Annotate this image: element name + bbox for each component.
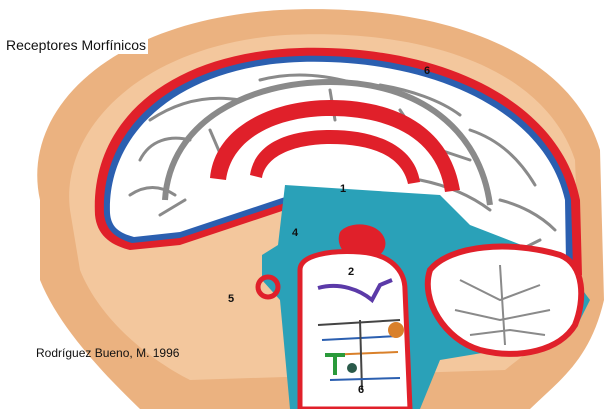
- region-number-5: 5: [228, 293, 234, 305]
- region-number-6-bottom: 6: [358, 384, 364, 396]
- region-number-6-top: 6: [424, 65, 430, 77]
- diagram-credit: Rodríguez Bueno, M. 1996: [36, 346, 179, 360]
- region-number-4: 4: [292, 227, 299, 239]
- diagram-title: Receptores Morfínicos: [4, 36, 148, 54]
- orange-nucleus: [388, 322, 404, 338]
- region-number-1: 1: [340, 183, 346, 195]
- dark-nucleus: [347, 363, 357, 373]
- region-number-2: 2: [348, 266, 354, 278]
